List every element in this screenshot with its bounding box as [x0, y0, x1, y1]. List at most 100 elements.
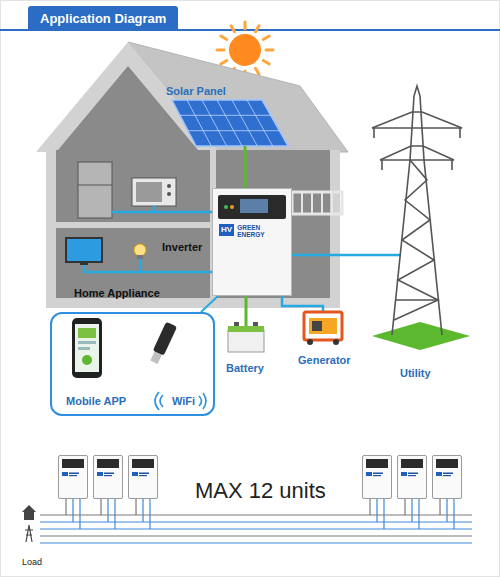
bus-lines	[40, 542, 472, 543]
parallel-units	[94, 456, 123, 530]
connector-line	[201, 296, 218, 312]
generator-icon	[309, 318, 337, 334]
bus-icons	[22, 505, 36, 512]
power-wires	[292, 254, 400, 257]
home-appliances	[167, 192, 171, 196]
solar-panel	[202, 100, 227, 146]
component-label: Home Appliance	[74, 287, 160, 299]
parallel-units	[363, 456, 392, 530]
component-label: Inverter	[162, 241, 202, 253]
generator-icon	[312, 321, 322, 331]
label-holder: Inverter	[162, 236, 202, 255]
house	[46, 150, 340, 308]
generator-icon	[304, 312, 342, 345]
utility-tower	[380, 146, 454, 160]
inverter-screen	[240, 199, 268, 213]
load-label: Load	[22, 557, 42, 567]
balcony-railing	[301, 192, 303, 214]
inverter-box: HVGREEN ENERGY	[212, 188, 292, 296]
utility-tower	[372, 86, 462, 335]
balcony-railing	[331, 192, 333, 214]
wifi-waves	[203, 393, 206, 409]
battery-icon	[228, 330, 264, 352]
wifi-dongle	[153, 322, 177, 356]
bus-lines	[40, 528, 472, 529]
utility-tower	[380, 159, 454, 161]
parallel-units	[129, 456, 158, 530]
power-wires	[139, 259, 142, 272]
wifi-dongle	[149, 322, 178, 365]
balcony-railing	[292, 192, 342, 214]
power-wires	[112, 206, 154, 212]
solar-panel	[217, 100, 242, 146]
solar-panel	[180, 100, 279, 146]
parallel-note: MAX 12 units	[195, 478, 326, 503]
inverter-screen	[218, 195, 286, 219]
battery-icon	[253, 322, 258, 326]
balcony-railing	[292, 192, 342, 214]
sun-icon	[266, 49, 273, 52]
power-wires	[282, 296, 323, 312]
mobile-phone	[75, 324, 99, 372]
label-holder: Load	[22, 550, 42, 569]
home-appliances	[80, 262, 88, 265]
label-holder: Utility	[400, 362, 431, 381]
app-label: Mobile APP	[66, 395, 126, 408]
wifi-dongle	[150, 351, 161, 363]
inverter-screen	[224, 205, 228, 209]
bus-lines	[40, 515, 472, 543]
wifi-label: WiFi	[172, 395, 195, 408]
home-appliances	[78, 185, 112, 186]
power-wires	[84, 265, 212, 272]
component-label: Battery	[226, 362, 264, 374]
component-label: Solar Panel	[166, 85, 226, 97]
wifi-waves	[160, 395, 163, 407]
utility-tower	[392, 96, 414, 335]
battery-icon	[228, 326, 264, 332]
parallel-units	[59, 456, 88, 530]
mobile-phone	[78, 328, 96, 338]
home-appliances	[132, 178, 176, 206]
app-callout: Mobile APP WiFi	[50, 312, 215, 416]
mobile-phone	[78, 347, 90, 350]
solar-panel	[180, 115, 271, 116]
sun-icon	[229, 34, 261, 66]
generator-icon	[304, 312, 342, 340]
home-appliances	[136, 182, 162, 202]
bus-lines	[40, 521, 472, 522]
label-holder: Home Appliance	[74, 282, 160, 301]
brand-logo: HV	[219, 224, 234, 236]
bus-icons	[24, 512, 34, 520]
generator-icon	[307, 339, 313, 345]
bus-icons	[22, 505, 36, 542]
generator-icon	[333, 339, 339, 345]
power-wires	[84, 146, 400, 326]
balcony-railing	[311, 192, 313, 214]
battery-icon	[228, 322, 264, 352]
mobile-phone	[72, 318, 102, 378]
solar-panel	[172, 100, 288, 146]
utility-tower	[394, 160, 438, 320]
component-label: Utility	[400, 367, 431, 379]
mobile-phone	[78, 341, 96, 344]
brand-name: GREEN ENERGY	[237, 224, 267, 238]
sun-icon	[221, 36, 227, 40]
solar-panel	[187, 100, 211, 146]
wifi-waves	[155, 392, 159, 410]
sun-icon	[221, 61, 227, 65]
diagram-title: Application Diagram	[40, 11, 166, 26]
sun-icon	[217, 49, 224, 52]
label-holder: Solar Panel	[166, 80, 226, 99]
mobile-phone	[82, 355, 92, 365]
power-wires	[154, 211, 212, 214]
power-wires	[244, 146, 247, 188]
home-appliances	[137, 255, 143, 259]
balcony-railing	[321, 192, 323, 214]
wifi-waves	[199, 396, 202, 406]
solar-panel	[247, 100, 273, 146]
home-appliances	[167, 184, 171, 188]
parallel-units	[433, 456, 462, 530]
